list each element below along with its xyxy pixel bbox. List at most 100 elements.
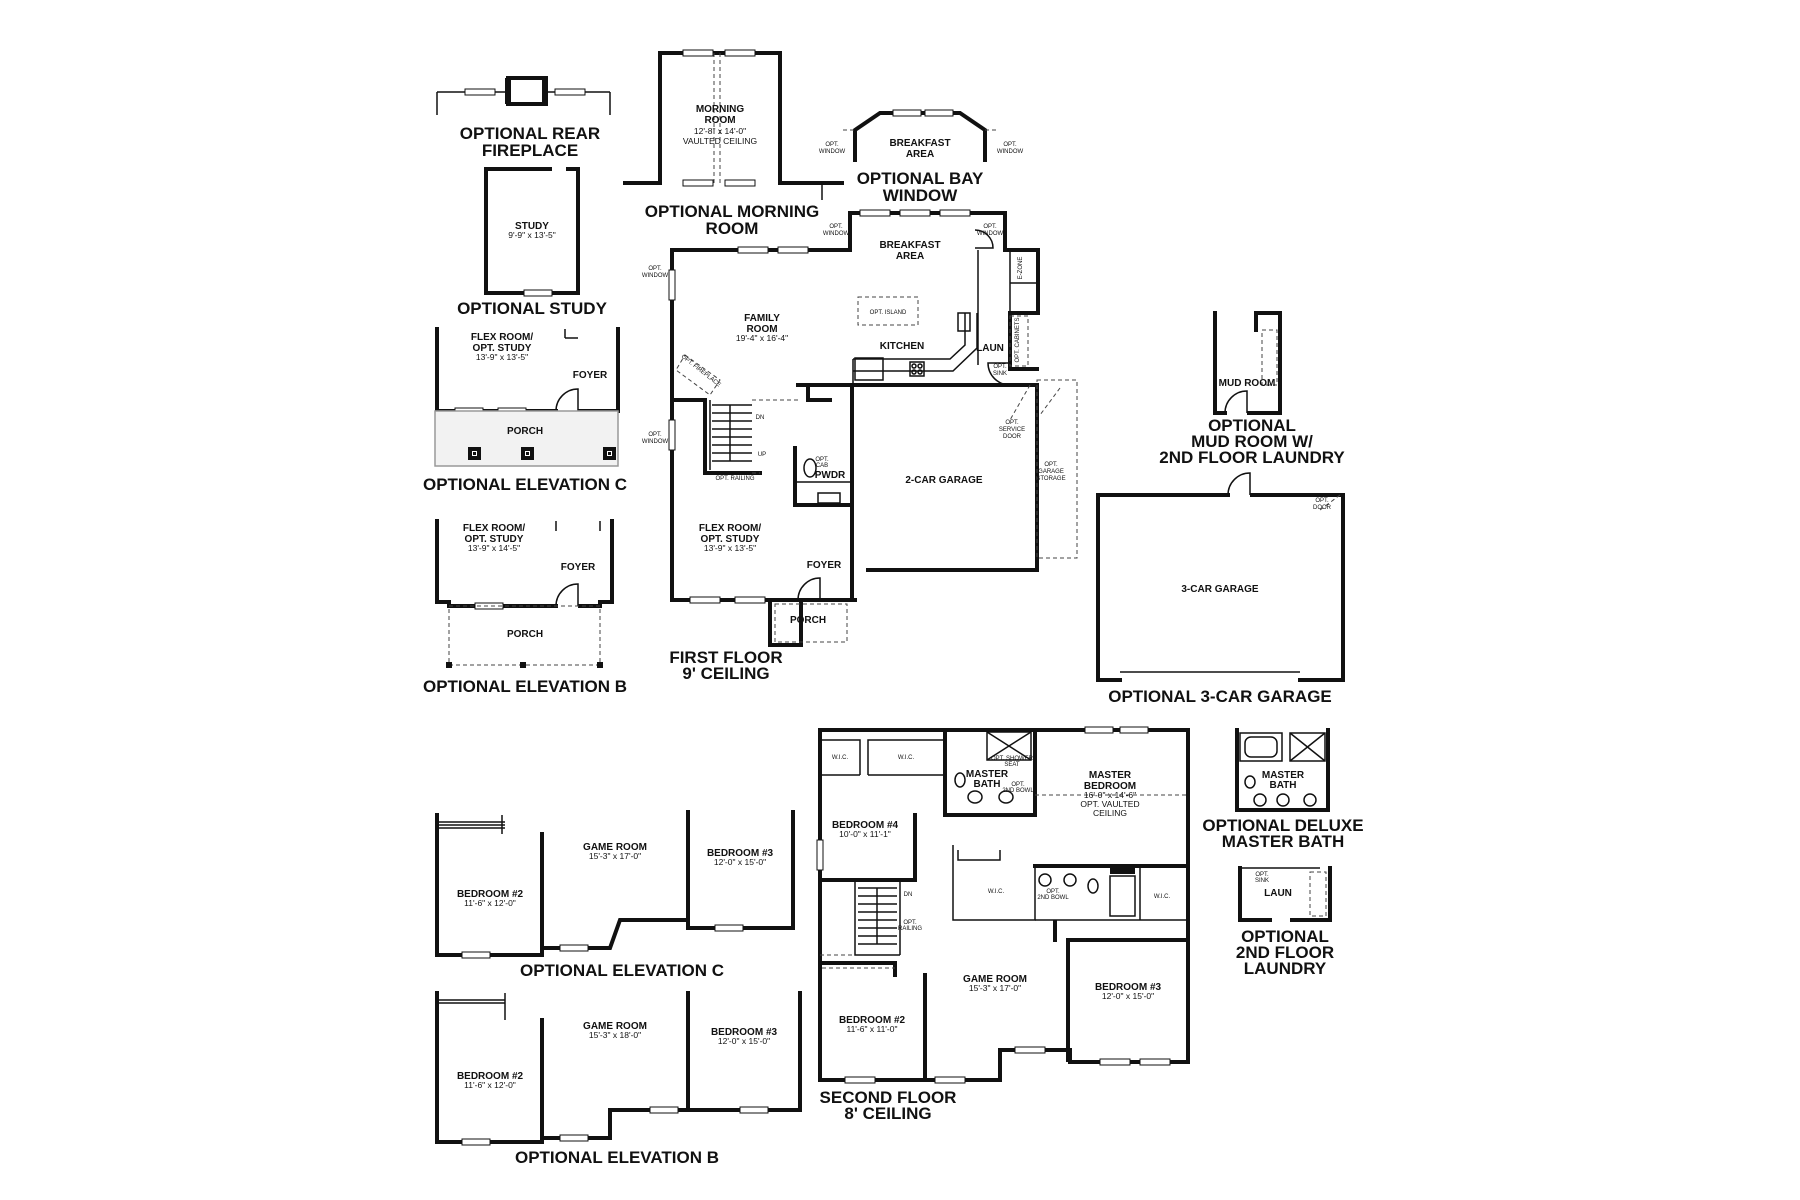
flex-c-label-1: FLEX ROOM/ [471, 332, 533, 343]
flex-b-label-2: OPT. STUDY [465, 534, 524, 545]
opt-railing-2-2: RAILING [898, 926, 922, 932]
caption-second-floor-1: SECOND FLOOR [820, 1088, 957, 1107]
foyer-b-label: FOYER [561, 562, 596, 573]
e-zone-note: E-ZONE [1018, 257, 1024, 280]
caption-morning-room-1: OPTIONAL MORNING [645, 202, 819, 221]
elevation-b-second-option: BEDROOM #2 11'-6" x 12'-0" GAME ROOM 15'… [435, 991, 802, 1167]
porch-b-label: PORCH [507, 629, 543, 640]
bed2-b-dims: 11'-6" x 12'-0" [464, 1080, 516, 1090]
bay-opt-window-right-2: WINDOW [997, 149, 1024, 155]
bed2-b-label: BEDROOM #2 [457, 1071, 524, 1082]
bay-breakfast-label-2: AREA [906, 149, 934, 160]
opt-2nd-bowl-hb-2: 2ND BOWL [1037, 895, 1069, 901]
elevation-c-first-option: FLEX ROOM/ OPT. STUDY 13'-9" x 13'-5" FO… [423, 327, 627, 494]
caption-2nd-laundry-1: OPTIONAL [1241, 927, 1329, 946]
caption-first-floor-1: FIRST FLOOR [669, 648, 782, 667]
laun2-label: LAUN [1264, 888, 1292, 899]
bed2-main-dims: 11'-6" x 11'-0" [846, 1024, 897, 1034]
flex-c-label-2: OPT. STUDY [473, 343, 532, 354]
ff-opt-window-left-1: OPT. [648, 266, 662, 272]
bed2-c-label: BEDROOM #2 [457, 889, 524, 900]
rear-fireplace-option: OPTIONAL REAR FIREPLACE [436, 76, 611, 160]
opt-service-door-3car-1: OPT. [1315, 498, 1329, 504]
bay-opt-window-left-1: OPT. [825, 142, 839, 148]
garage2-label: 2-CAR GARAGE [905, 475, 983, 486]
elevation-c-second-option: BEDROOM #2 11'-6" x 12'-0" GAME ROOM 15'… [435, 810, 795, 980]
master-bed-label-2: BEDROOM [1084, 781, 1136, 792]
family-label-1: FAMILY [744, 313, 780, 324]
flex-main-label-2: OPT. STUDY [701, 534, 760, 545]
foyer-c-label: FOYER [573, 370, 608, 381]
caption-bay-window-1: OPTIONAL BAY [857, 169, 984, 188]
mud-room-option: MUD ROOM OPTIONAL MUD ROOM W/ 2ND FLOOR … [1159, 311, 1345, 467]
opt-2nd-bowl-mb-1: OPT. [1011, 782, 1025, 788]
master-bath-label-2: BATH [973, 779, 1000, 790]
game-main-label: GAME ROOM [963, 974, 1027, 985]
garage3-label: 3-CAR GARAGE [1181, 584, 1259, 595]
opt-service-door-ff-2: SERVICE [999, 427, 1025, 433]
caption-deluxe-bath-2: MASTER BATH [1222, 832, 1344, 851]
opt-island-note: OPT. ISLAND [870, 310, 907, 316]
opt-garage-storage-2: GARAGE [1038, 469, 1064, 475]
bed3-main-label: BEDROOM #3 [1095, 982, 1162, 993]
ff-opt-window-left-3: OPT. [648, 432, 662, 438]
porch-c-label: PORCH [507, 426, 543, 437]
opt-cab-note-2: CAB [816, 463, 828, 469]
morning-room-label-1: MORNING [696, 104, 745, 115]
three-car-garage-option: OPT. DOOR 3-CAR GARAGE OPTIONAL 3-CAR GA… [1096, 472, 1345, 706]
study-option: STUDY 9'-9" x 13'-5" OPTIONAL STUDY [457, 167, 608, 318]
game-c-dims: 15'-3" x 17'-0" [589, 851, 641, 861]
second-floor-laundry-option: OPT. SINK LAUN OPTIONAL 2ND FLOOR LAUNDR… [1236, 866, 1334, 978]
pwdr-label: PWDR [815, 470, 846, 481]
bed3-c-dims: 12'-0" x 15'-0" [714, 857, 766, 867]
bay-breakfast-label-1: BREAKFAST [889, 138, 950, 149]
bay-opt-window-right-1: OPT. [1003, 142, 1017, 148]
wic3-label: W.I.C. [988, 889, 1005, 895]
family-label-2: ROOM [746, 324, 777, 335]
bed3-b-label: BEDROOM #3 [711, 1027, 778, 1038]
caption-mud-room-2: MUD ROOM W/ [1191, 432, 1313, 451]
study-label: STUDY [515, 221, 549, 232]
opt-shower-seat-2: SEAT [1004, 762, 1020, 768]
master-bed-dims-1: 16'-0" x 14'-6" [1084, 790, 1136, 800]
caption-deluxe-bath-1: OPTIONAL DELUXE [1202, 816, 1363, 835]
caption-elevation-c-second: OPTIONAL ELEVATION C [520, 961, 724, 980]
caption-mud-room-1: OPTIONAL [1208, 416, 1296, 435]
foyer-main-label: FOYER [807, 560, 842, 571]
caption-mud-room-3: 2ND FLOOR LAUNDRY [1159, 448, 1345, 467]
game-b-dims: 15'-3" x 18'-0" [589, 1030, 641, 1040]
caption-2nd-laundry-3: LAUNDRY [1244, 959, 1327, 978]
morning-room-dims-2: VAULTED CEILING [683, 136, 757, 146]
game-b-label: GAME ROOM [583, 1021, 647, 1032]
porch-main-label: PORCH [790, 615, 826, 626]
master-bed-dims-3: CEILING [1093, 808, 1127, 818]
elevation-b-first-option: FLEX ROOM/ OPT. STUDY 13'-9" x 14'-5" FO… [423, 519, 627, 696]
mud-room-label: MUD ROOM [1219, 378, 1276, 389]
first-floor-plan: OPT. WINDOW OPT. WINDOW OPT. WINDOW OPT.… [642, 209, 1078, 683]
caption-rear-fireplace-1: OPTIONAL REAR [460, 124, 600, 143]
ff-opt-window-left-4: WINDOW [642, 439, 669, 445]
bay-opt-window-left-2: WINDOW [819, 149, 846, 155]
ff-opt-window-left-2: WINDOW [642, 273, 669, 279]
ff-opt-window-bkf-r2: WINDOW [977, 231, 1004, 237]
wic4-label: W.I.C. [1154, 894, 1171, 900]
flex-b-dims: 13'-9" x 14'-5" [468, 543, 520, 553]
bed3-b-dims: 12'-0" x 15'-0" [718, 1036, 770, 1046]
morning-room-dims-1: 12'-8" x 14'-0" [694, 126, 746, 136]
ff-opt-window-bkf-l2: WINDOW [823, 231, 850, 237]
opt-service-door-3car-2: DOOR [1313, 505, 1332, 511]
opt-cabinets-note: OPT. CABINETS [1015, 317, 1021, 362]
breakfast-label-2: AREA [896, 251, 924, 262]
laun2-opt-sink-1: OPT. [1255, 872, 1269, 878]
flex-c-dims: 13'-9" x 13'-5" [476, 352, 528, 362]
laun2-opt-sink-2: SINK [1255, 878, 1269, 884]
caption-elevation-b-second: OPTIONAL ELEVATION B [515, 1148, 719, 1167]
caption-2nd-laundry-2: 2ND FLOOR [1236, 943, 1334, 962]
master-bath-label-1: MASTER [966, 769, 1009, 780]
family-dims: 19'-4" x 16'-4" [736, 333, 788, 343]
caption-morning-room-2: ROOM [706, 219, 759, 238]
study-dims: 9'-9" x 13'-5" [508, 230, 556, 240]
caption-elevation-c-first: OPTIONAL ELEVATION C [423, 475, 627, 494]
deluxe-bath-label-1: MASTER [1262, 770, 1305, 781]
flex-main-dims: 13'-9" x 13'-5" [704, 543, 756, 553]
